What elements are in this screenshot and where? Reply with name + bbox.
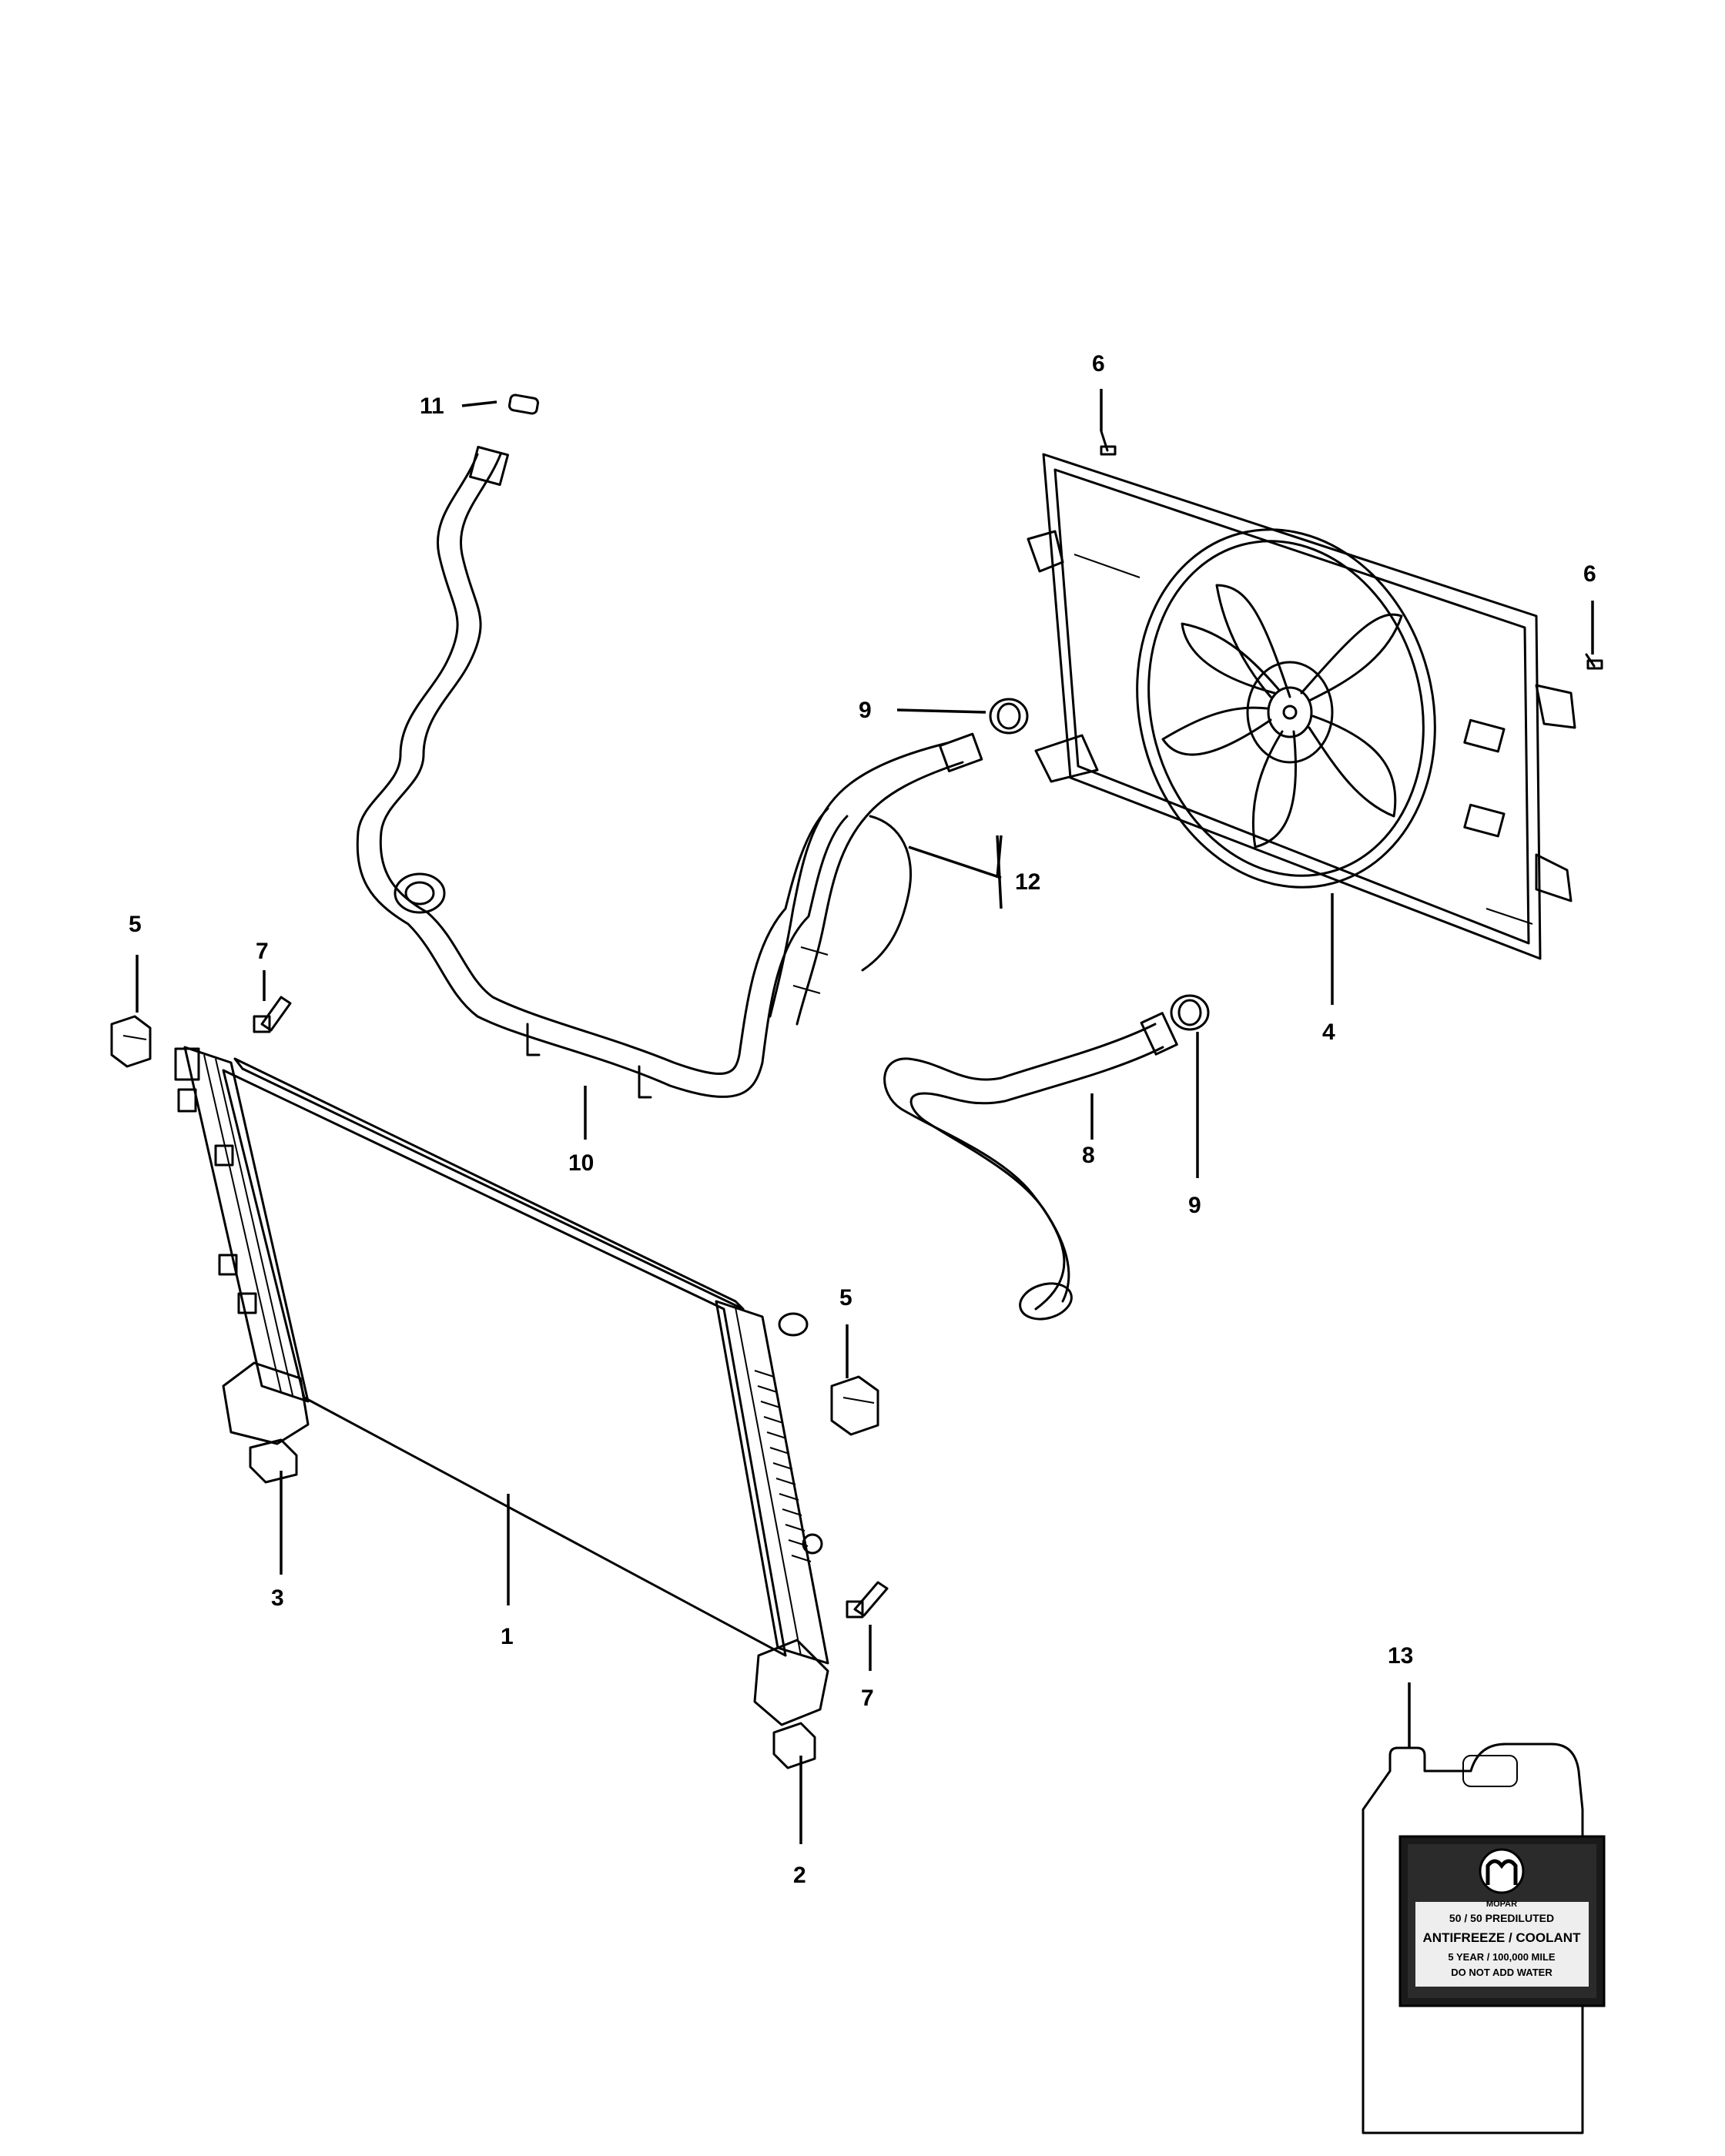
callout-12: 12	[1015, 869, 1040, 895]
jug-line-4: DO NOT ADD WATER	[1451, 1967, 1552, 1978]
callout-4: 4	[1322, 1019, 1335, 1045]
bolt-6-right	[1585, 653, 1603, 670]
bolt-6-top	[1100, 430, 1117, 456]
callout-1: 1	[501, 1624, 514, 1649]
fan-shroud-assembly	[1027, 453, 1576, 960]
jug-line-3: 5 YEAR / 100,000 MILE	[1448, 1951, 1556, 1963]
callout-7-bottom: 7	[861, 1686, 874, 1711]
fitting-7-top	[253, 996, 292, 1033]
hose-8	[883, 1012, 1178, 1321]
jug-line-1: 50 / 50 PREDILUTED	[1449, 1912, 1554, 1924]
radiator	[174, 1046, 829, 1726]
bracket-3	[249, 1438, 298, 1484]
coolant-jug	[1362, 1743, 1606, 2134]
callout-13: 13	[1388, 1643, 1413, 1669]
bracket-2	[772, 1722, 816, 1769]
jug-brand: MOPAR	[1486, 1900, 1517, 1909]
isolator-5-left	[110, 1015, 152, 1068]
leader-lines	[136, 389, 1594, 1844]
hose-12	[769, 732, 983, 1026]
callout-5-left: 5	[129, 912, 142, 937]
hose-10	[356, 446, 849, 1099]
callout-6-right: 6	[1583, 561, 1596, 587]
callout-10: 10	[568, 1150, 594, 1176]
callout-9-lower: 9	[1188, 1193, 1201, 1218]
callout-3: 3	[271, 1585, 284, 1611]
callout-11: 11	[420, 393, 444, 419]
clamp-9-upper	[989, 698, 1029, 735]
callout-5-right: 5	[839, 1285, 852, 1311]
callout-6-top: 6	[1092, 351, 1105, 377]
isolator-5-right	[830, 1375, 879, 1436]
jug-line-2: ANTIFREEZE / COOLANT	[1423, 1930, 1582, 1945]
callout-8: 8	[1082, 1143, 1095, 1168]
clip-11	[507, 393, 540, 415]
callout-9-upper: 9	[859, 698, 872, 723]
callout-2: 2	[793, 1863, 806, 1888]
clamp-9-lower	[1170, 994, 1210, 1031]
fitting-7-bottom	[846, 1581, 889, 1619]
callout-7-top: 7	[256, 939, 269, 964]
